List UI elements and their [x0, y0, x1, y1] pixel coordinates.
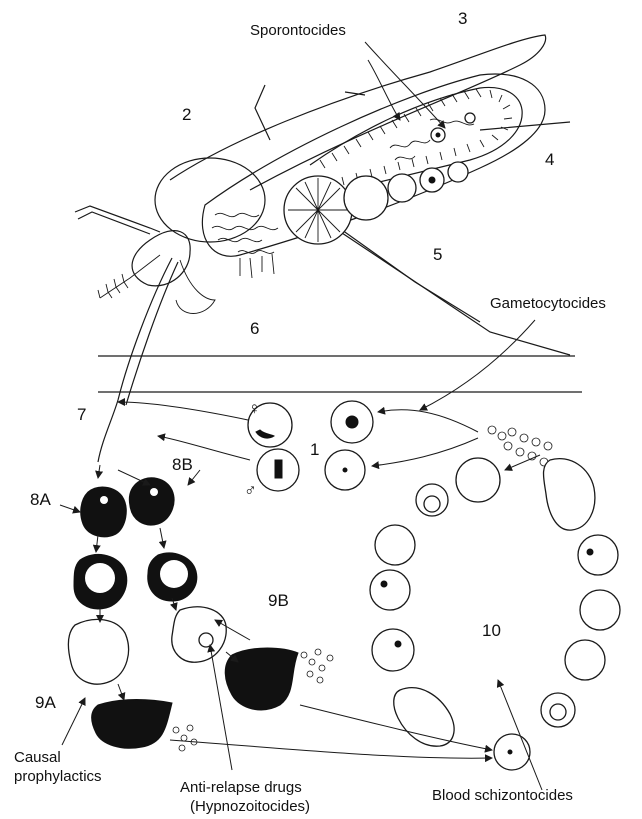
- liver-stages-group: [68, 478, 333, 751]
- mosquito-illustration: [75, 35, 582, 462]
- stage-number-5: 5: [433, 245, 442, 264]
- stage-number-9a: 9A: [35, 693, 56, 712]
- label-sporontocides: Sporontocides: [250, 22, 346, 39]
- label-causal-prophylactics-2: prophylactics: [14, 768, 102, 785]
- stage-number-7: 7: [77, 405, 86, 424]
- male-symbol: ♂: [244, 481, 257, 500]
- liver-cell-9a: [68, 619, 128, 684]
- stage-number-2: 2: [182, 105, 191, 124]
- stage-number-1: 1: [310, 440, 319, 459]
- stage-number-3: 3: [458, 9, 467, 28]
- stage-number-9b: 9B: [268, 591, 289, 610]
- label-anti-relapse-1: Anti-relapse drugs: [180, 779, 302, 796]
- liver-cell-8b: [129, 478, 174, 525]
- label-causal-prophylactics-1: Causal: [14, 749, 61, 766]
- stage-number-8b: 8B: [172, 455, 193, 474]
- label-gametocytocides: Gametocytocides: [490, 295, 606, 312]
- bursting-schizont-b: [225, 648, 298, 710]
- arrows-group: [60, 42, 542, 790]
- female-symbol: ♀: [248, 399, 261, 418]
- liver-cell-8a: [81, 487, 127, 537]
- stage-number-6: 6: [250, 319, 259, 338]
- liver-cell-9b: [172, 607, 226, 662]
- stage-number-8a: 8A: [30, 490, 51, 509]
- stage-number-10: 10: [482, 621, 501, 640]
- label-anti-relapse-2: (Hypnozoitocides): [190, 798, 310, 815]
- blood-cycle-group: [370, 426, 620, 770]
- bursting-schizont-a: [92, 700, 172, 749]
- stage-number-4: 4: [545, 150, 554, 169]
- label-blood-schizontocides: Blood schizontocides: [432, 787, 573, 804]
